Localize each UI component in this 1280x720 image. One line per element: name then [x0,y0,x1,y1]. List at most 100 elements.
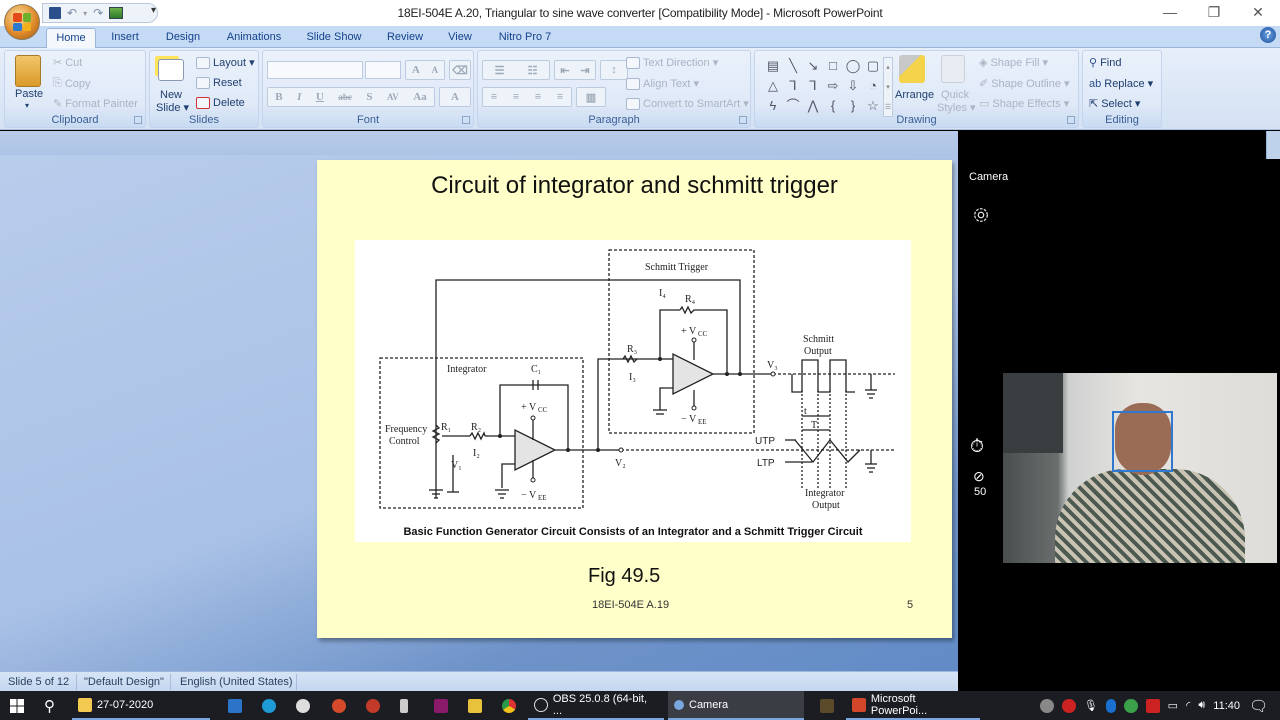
pie-shape-icon[interactable]: ◔ [869,78,877,93]
left-brace-shape-icon[interactable]: { [830,98,836,113]
app-tray-icon[interactable] [1061,698,1076,713]
taskbar-app-3[interactable] [290,691,316,720]
change-case-button[interactable]: Aa [413,91,427,103]
battery-icon[interactable]: ▭ [1167,700,1179,712]
font-name-combo[interactable] [267,61,363,79]
select-button[interactable]: ⇱Select ▾ [1089,98,1141,110]
reset-button[interactable]: Reset [196,77,242,89]
right-brace-shape-icon[interactable]: } [850,98,856,113]
line-shape-icon[interactable]: ╲ [789,58,797,73]
circuit-figure[interactable]: Schmitt Trigger Integrator Frequency Con… [355,240,911,542]
curve-shape-icon[interactable]: ⋀ [807,98,819,113]
language-status[interactable]: English (United States) [180,676,293,688]
new-slide-dropdown[interactable]: Slide ▾ [156,102,190,114]
text-direction-button[interactable]: Text Direction ▾ [626,56,718,69]
copy-button[interactable]: ⎘Copy [53,77,91,90]
char-spacing-button[interactable]: AV [386,92,399,102]
clock[interactable]: 11:40 [1213,699,1240,712]
paste-dropdown[interactable]: ▾ [25,101,30,110]
down-arrow-shape-icon[interactable]: ⇩ [847,78,859,93]
freeform-shape-icon[interactable]: ϟ [769,98,777,113]
taskbar-powerpoint[interactable]: Microsoft PowerPoi... [846,691,980,720]
restore-button[interactable]: ❐ [1207,3,1221,20]
shield-icon[interactable] [1145,698,1160,713]
shadow-button[interactable]: S [366,91,373,103]
drawing-launcher[interactable] [1067,116,1075,124]
italic-button[interactable]: I [297,91,302,103]
taskbar-app-8[interactable] [462,691,488,720]
alignment-buttons[interactable]: ≡≡≡≡ [482,87,572,107]
oval-shape-icon[interactable]: ◯ [845,58,861,73]
customize-qat-button[interactable]: ▾ [151,5,157,16]
paste-icon[interactable] [15,55,41,87]
taskbar-camera[interactable]: Camera [668,691,804,720]
skype-icon[interactable] [1039,698,1054,713]
format-painter-button[interactable]: ✎Format Painter [53,97,138,111]
underline-button[interactable]: U [315,91,324,103]
elbow-arrow-connector-icon[interactable]: ⅂ [809,78,817,93]
font-color-button[interactable]: A [439,87,471,107]
brightness-icon[interactable]: ⊘ [973,468,985,484]
rectangle-shape-icon[interactable]: □ [829,58,837,73]
microphone-icon[interactable]: 🎙 [1083,700,1098,712]
tab-view[interactable]: View [448,31,472,43]
textbox-shape-icon[interactable]: ▤ [766,58,780,73]
cut-button[interactable]: ✂Cut [53,56,83,70]
strikethrough-button[interactable]: abc [338,92,352,102]
tab-animations[interactable]: Animations [226,31,282,43]
notifications-icon[interactable]: 🗨︎ [1248,697,1268,715]
delete-button[interactable]: Delete [196,97,245,109]
close-button[interactable]: ✕ [1252,3,1264,20]
network-app-icon[interactable] [1123,698,1138,713]
figure-label[interactable]: Fig 49.5 [588,565,661,587]
columns-button[interactable]: ▥ [576,87,606,107]
taskbar-obs[interactable]: OBS 25.0.8 (64-bit, ... [528,691,664,720]
shape-effects-button[interactable]: ▭Shape Effects ▾ [979,98,1070,110]
new-slide-icon[interactable] [158,59,184,81]
bold-button[interactable]: B [275,91,283,103]
office-button[interactable] [4,4,40,40]
undo-icon[interactable]: ↶ [67,6,78,20]
find-button[interactable]: ⚲Find [1089,56,1122,70]
save-icon[interactable] [49,7,61,19]
shapes-gallery[interactable]: ▤ ╲ ↘ □ ◯ ▢ △ ⅂ ⅂ ⇨ ⇩ ◔ ϟ ⌒ ⋀ { } ☆ [763,57,883,117]
taskbar-app-6[interactable] [394,691,414,720]
insert-picture-icon[interactable] [109,7,124,19]
paragraph-launcher[interactable] [739,116,747,124]
minimize-button[interactable]: — [1163,4,1177,20]
quick-styles-dropdown[interactable]: Styles ▾ [937,102,976,114]
taskbar-app-5[interactable] [360,691,386,720]
tab-nitro-pro[interactable]: Nitro Pro 7 [498,31,552,43]
font-size-combo[interactable] [365,61,401,79]
tab-insert[interactable]: Insert [111,31,139,43]
triangle-shape-icon[interactable]: △ [768,78,778,93]
shape-outline-button[interactable]: ✐Shape Outline ▾ [979,78,1070,90]
new-slide-button[interactable]: New [160,89,183,101]
arrange-icon[interactable] [899,55,925,83]
timer-icon[interactable]: ⏱ [970,436,985,456]
quick-styles-button[interactable]: Quick [941,89,970,101]
taskbar-app-7[interactable] [428,691,454,720]
clipboard-launcher[interactable] [134,116,142,124]
tab-slide-show[interactable]: Slide Show [306,31,362,43]
list-buttons[interactable]: ☰☷ [482,60,550,80]
font-launcher[interactable] [462,116,470,124]
paste-button[interactable]: Paste [15,88,44,100]
taskbar-edge[interactable] [256,691,282,720]
gear-icon[interactable] [972,206,990,224]
vertical-scrollbar[interactable] [1266,131,1280,159]
elbow-connector-icon[interactable]: ⅂ [789,78,797,93]
align-text-button[interactable]: Align Text ▾ [626,77,699,90]
taskbar-folder[interactable]: 27-07-2020 [72,691,210,720]
bluetooth-icon[interactable] [1105,698,1116,713]
right-arrow-shape-icon[interactable]: ⇨ [827,78,839,93]
layout-button[interactable]: Layout ▾ [196,56,255,69]
volume-icon[interactable]: 🔊︎ [1198,699,1206,711]
convert-smartart-button[interactable]: Convert to SmartArt ▾ [626,97,749,110]
slide-canvas[interactable]: Circuit of integrator and schmitt trigge… [317,160,952,638]
quick-styles-icon[interactable] [941,55,965,83]
search-icon[interactable]: ⚲ [44,697,55,715]
arc-shape-icon[interactable]: ⌒ [786,98,800,113]
